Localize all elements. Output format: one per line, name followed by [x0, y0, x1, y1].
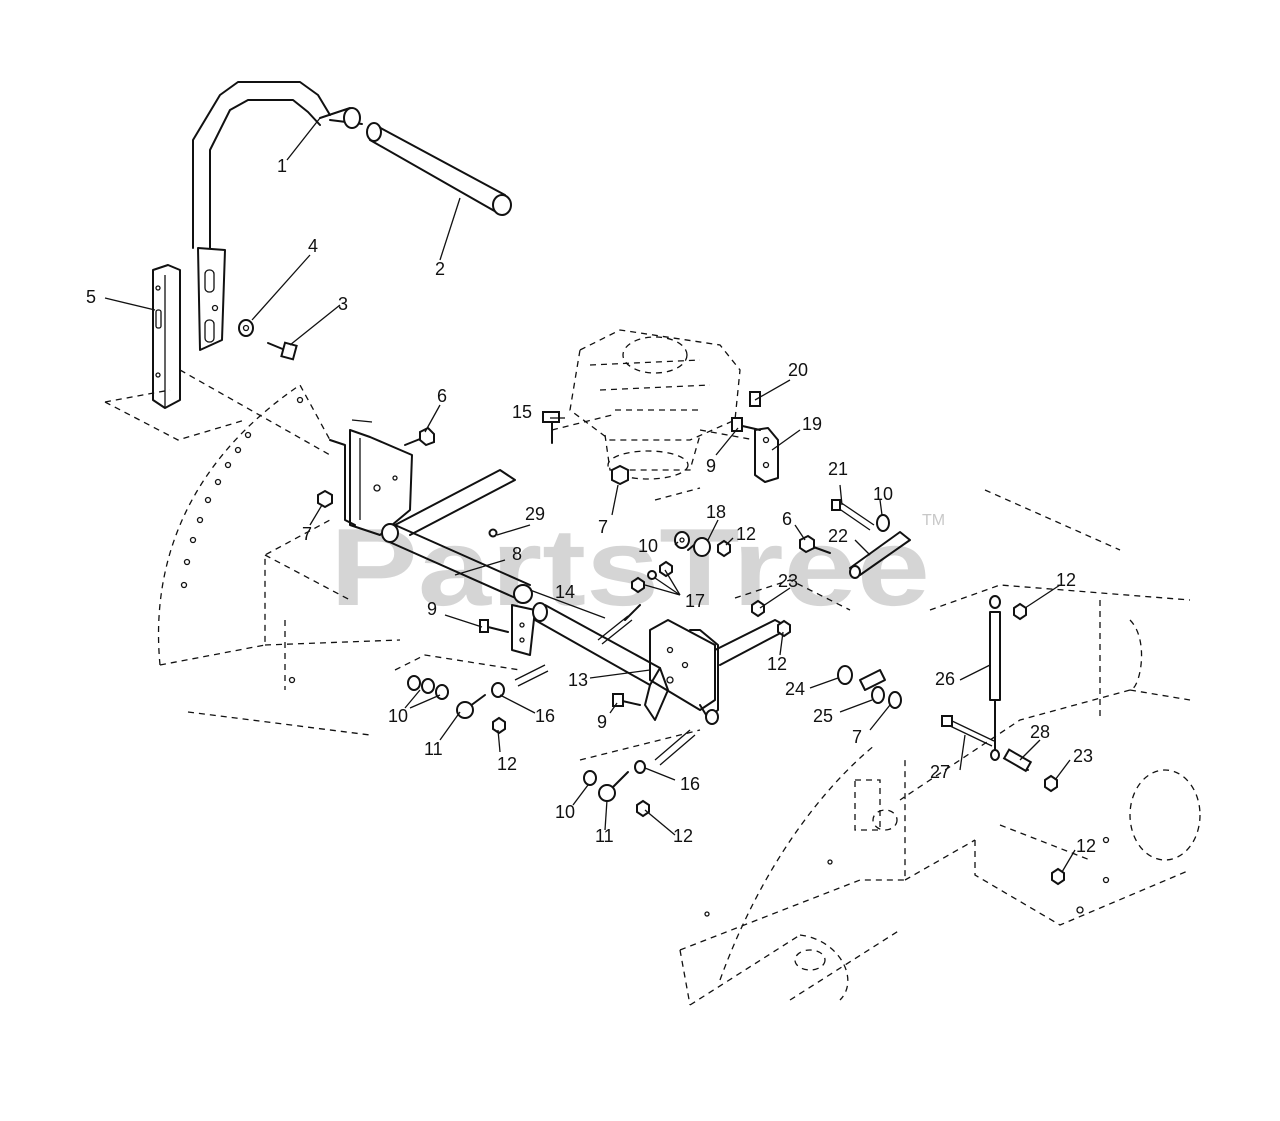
handle-bracket-plate: [197, 247, 226, 351]
handle-grip: [366, 122, 512, 216]
callout-3: 3: [338, 294, 348, 314]
callout-7-center: 7: [598, 517, 608, 537]
callout-12-left: 12: [497, 754, 517, 774]
arm-22: [849, 531, 911, 579]
callout-16-left: 16: [535, 706, 555, 726]
engine-outline: [551, 329, 741, 480]
lift-handle: [192, 81, 363, 249]
linkage-left: [407, 664, 549, 735]
nut-12-lower-right: [1051, 867, 1065, 886]
bolts-17: [631, 560, 673, 594]
nut-7-center: [611, 464, 629, 486]
callout-7-right: 7: [852, 727, 862, 747]
nut-12-upper-right: [1013, 602, 1027, 621]
left-pivot-bracket: [329, 419, 413, 536]
callout-16-lower: 16: [680, 774, 700, 794]
callout-6-left: 6: [437, 386, 447, 406]
callout-18: 18: [706, 502, 726, 522]
callout-22: 22: [828, 526, 848, 546]
callout-15: 15: [512, 402, 532, 422]
bracket-19: [699, 427, 779, 483]
callout-12-lower: 12: [673, 826, 693, 846]
linkage-lower: [583, 729, 696, 818]
bolt-27: [941, 715, 995, 747]
bolt-3: [267, 341, 298, 361]
watermark-trademark: TM: [922, 512, 945, 529]
callout-29: 29: [525, 504, 545, 524]
callout-4: 4: [308, 236, 318, 256]
callout-19: 19: [802, 414, 822, 434]
left-fender-outline: [157, 384, 401, 736]
callout-28: 28: [1030, 722, 1050, 742]
callout-11-lower: 11: [595, 826, 614, 846]
nut-23-lower: [1044, 774, 1058, 793]
callout-11-left: 11: [424, 739, 443, 759]
callout-12-upper-right: 12: [1056, 570, 1076, 590]
callout-10-right: 10: [873, 484, 893, 504]
right-frame-outline: [679, 489, 1201, 1006]
washer-10-right: [876, 514, 890, 532]
bolt-9-lower: [612, 693, 641, 707]
callout-20: 20: [788, 360, 808, 380]
callout-labels: 1 2 3 4 5 6 6 7 7 7 8 9 9 9 10 10 10 10 …: [86, 156, 1096, 856]
callout-23-upper: 23: [778, 571, 798, 591]
mounting-post: [104, 264, 331, 456]
callout-10-lower: 10: [555, 802, 575, 822]
callout-9-lower: 9: [597, 712, 607, 732]
callout-13: 13: [568, 670, 588, 690]
nut-7-left: [317, 489, 333, 509]
callout-26: 26: [935, 669, 955, 689]
callout-9-left: 9: [427, 599, 437, 619]
callout-10-left: 10: [388, 706, 408, 726]
cross-shaft: [381, 469, 533, 604]
bracket-25: [859, 669, 902, 709]
callout-5: 5: [86, 287, 96, 307]
nut-23-upper: [751, 599, 765, 618]
callout-2: 2: [435, 259, 445, 279]
bolt-6-left: [404, 426, 435, 447]
grease-fitting-29: [488, 528, 498, 538]
callout-12-center: 12: [736, 524, 756, 544]
bolt-15: [542, 411, 560, 444]
callout-10-center: 10: [638, 536, 658, 556]
callout-12-lower-right: 12: [1076, 836, 1096, 856]
gas-strut-26: [989, 595, 1001, 761]
spacer-28: [1002, 748, 1033, 773]
spring-14: [597, 604, 641, 645]
callout-8: 8: [512, 544, 522, 564]
callout-23-lower: 23: [1073, 746, 1093, 766]
bushing-18: [687, 537, 711, 557]
callout-9-upper: 9: [706, 456, 716, 476]
shaft-arm: [511, 604, 536, 656]
callout-1: 1: [277, 156, 287, 176]
callout-12-bracket: 12: [767, 654, 787, 674]
bushing-24: [837, 665, 853, 685]
callout-24: 24: [785, 679, 805, 699]
callout-14: 14: [555, 582, 575, 602]
leader-lines: [104, 117, 1076, 873]
callout-6-right: 6: [782, 509, 792, 529]
bolt-6-right: [799, 534, 831, 554]
callout-25: 25: [813, 706, 833, 726]
callout-17: 17: [685, 591, 705, 611]
washer-4: [238, 319, 254, 337]
watermark-text: PartsTree: [330, 506, 930, 629]
washer-10-center: [674, 531, 690, 549]
bolt-20: [749, 391, 761, 407]
lift-bracket: [649, 619, 791, 725]
nut-12-bracket: [777, 619, 791, 638]
bolt-21: [831, 499, 875, 531]
callout-21: 21: [828, 459, 848, 479]
callout-27: 27: [930, 762, 950, 782]
callout-7-left: 7: [302, 524, 312, 544]
